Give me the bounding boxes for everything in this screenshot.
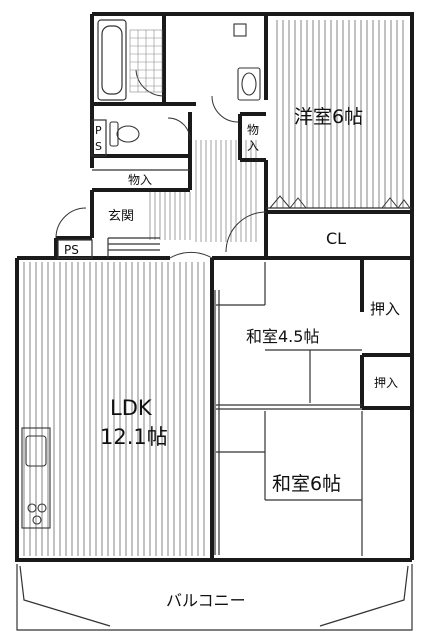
kitchen-counter-icon <box>21 427 51 529</box>
entrance-label: 玄関 <box>108 209 134 224</box>
oshiire-a-label: 押入 <box>370 300 400 318</box>
japanese-room-a-label: 和室4.5帖 <box>246 327 319 346</box>
washbasin-icon <box>233 23 261 101</box>
bath-tile-grid <box>129 29 163 93</box>
bathtub-icon <box>97 19 127 101</box>
oshiire-b-label: 押入 <box>374 376 398 390</box>
closet-doors <box>269 195 411 209</box>
storage-a-label: 物入 <box>128 173 152 187</box>
ps-b-label-bottom: S <box>95 140 102 153</box>
japanese-room-b-label: 和室6帖 <box>272 473 341 495</box>
interior-lines <box>57 119 412 556</box>
ldk-label-line1: LDK <box>110 396 153 420</box>
balcony-outline <box>16 564 413 631</box>
ldk-floor <box>23 262 205 556</box>
toilet-icon <box>109 121 140 147</box>
ps-a-label: PS <box>64 243 79 257</box>
western-room-label: 洋室6帖 <box>294 106 363 128</box>
door-swings <box>55 69 267 259</box>
storage-b-label-bottom: 入 <box>247 139 259 153</box>
hallway-floor <box>149 140 257 242</box>
ps-b-label-top: P <box>95 124 102 137</box>
ldk-label-line2: 12.1帖 <box>100 425 168 449</box>
balcony-label: バルコニー <box>166 591 246 610</box>
closet-label: CL <box>326 229 346 248</box>
storage-b-label-top: 物 <box>247 123 259 137</box>
western-room-floor <box>276 20 404 208</box>
